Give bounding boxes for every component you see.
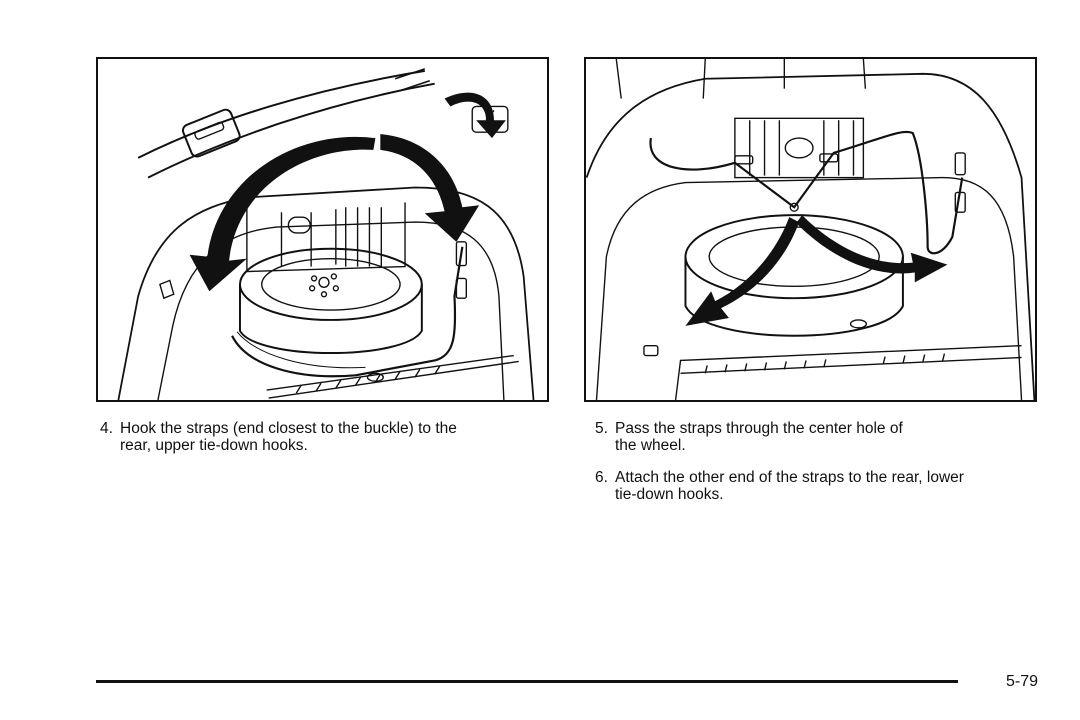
step-text-line-1: Hook the straps (end closest to the buck… [120, 420, 457, 437]
step-text-line-2: rear, upper tie-down hooks. [120, 437, 308, 454]
step-text-line-1: Pass the straps through the center hole … [615, 420, 903, 437]
step-text-line-2: the wheel. [615, 437, 686, 454]
step-text: Hook the straps (end closest to the buck… [120, 420, 457, 454]
step-text: Pass the straps through the center hole … [615, 420, 903, 454]
step-number: 4. [100, 420, 113, 437]
trunk-tire-straps-drawing [586, 59, 1035, 400]
step-text-line-1: Attach the other end of the straps to th… [615, 469, 964, 486]
trunk-spare-tire-drawing [117, 68, 535, 400]
step-number: 6. [595, 469, 608, 486]
illustration-hook-straps-upper [96, 57, 549, 402]
page-number: 5-79 [1006, 673, 1039, 690]
footer-divider [96, 680, 958, 683]
step-text: Attach the other end of the straps to th… [615, 469, 964, 503]
step-text-line-2: tie-down hooks. [615, 486, 724, 503]
step-number: 5. [595, 420, 608, 437]
illustration-pass-straps-center [584, 57, 1037, 402]
